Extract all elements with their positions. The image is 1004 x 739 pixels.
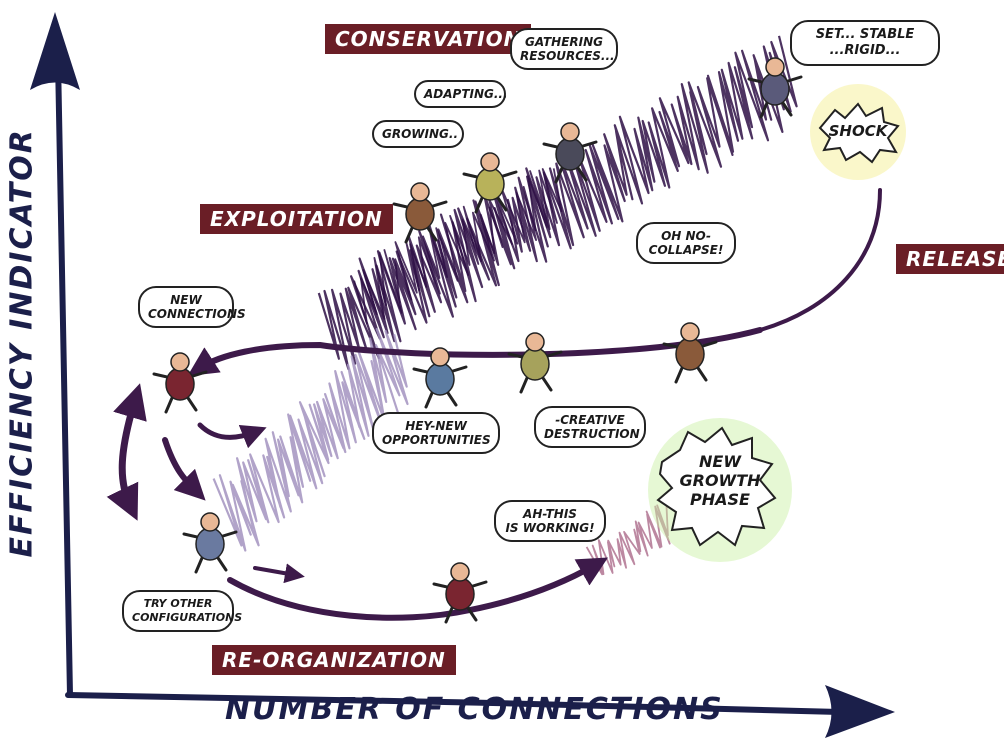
bubble-line: -CREATIVE [555, 413, 625, 427]
bubble-line: COLLAPSE! [648, 243, 724, 257]
bubble-line: CONFIGURATIONS [132, 611, 243, 624]
down-arrow-left [106, 383, 147, 521]
burst-line: NEW [699, 452, 741, 471]
figures [152, 57, 803, 624]
scribbles [212, 35, 798, 576]
burst-line: GROWTH [679, 471, 761, 490]
bubble-oh-no-collapse: OH NO- COLLAPSE! [636, 222, 736, 264]
phase-label-release: RELEASE [896, 244, 1004, 274]
y-axis-line [55, 57, 73, 698]
bubble-line: GROWING.. [382, 127, 459, 141]
arrow-to-reorg [162, 437, 206, 501]
person-figure-icon [542, 122, 598, 184]
growth-burst-icon [648, 418, 792, 562]
scribble-exploitation-conservation [317, 35, 798, 370]
scribble-exploitation-inner [353, 168, 563, 325]
person-figure-icon [747, 57, 803, 119]
bubble-line: DESTRUCTION [544, 427, 640, 441]
person-figure-icon [392, 182, 448, 244]
arrow-dash [253, 563, 305, 584]
bubble-set-stable-rigid: SET... STABLE ...RIGID... [790, 20, 940, 66]
cycle-path [106, 188, 882, 621]
shock-label: SHOCK [828, 122, 888, 140]
bubble-line: CONNECTIONS [148, 307, 246, 321]
arrow-right-small [197, 422, 267, 449]
bubble-line: RESOURCES... [520, 49, 615, 63]
bubble-line: SET... STABLE [815, 27, 915, 42]
bubble-line: ...RIGID... [829, 43, 901, 58]
person-figure-icon [507, 332, 563, 394]
y-axis-arrowhead-icon [30, 12, 80, 90]
reorg-path [227, 557, 609, 621]
x-axis-arrowhead-icon [825, 685, 895, 738]
scribble-new-growth [585, 504, 671, 576]
bubble-try-other-configurations: TRY OTHER CONFIGURATIONS [122, 590, 243, 632]
burst-line: PHASE [690, 490, 750, 509]
phase-label-exploitation: EXPLOITATION [200, 204, 393, 234]
bubble-hey-new-opportunities: HEY-NEW OPPORTUNITIES [372, 412, 500, 454]
bubble-line: NEW [170, 293, 202, 307]
x-axis-label: NUMBER OF CONNECTIONS [225, 692, 724, 727]
x-axis-line [65, 692, 843, 715]
new-growth-phase-label: NEW GROWTH PHASE [672, 452, 768, 509]
bubble-new-connections: NEW CONNECTIONS [138, 286, 246, 328]
bubble-line: OH NO- [661, 229, 711, 243]
bubble-gathering-resources: GATHERING RESOURCES... [510, 28, 618, 70]
scribble-reorg-light [212, 328, 409, 552]
collapse-to-left-path [187, 327, 763, 377]
y-axis-label: EFFICIENCY INDICATOR [4, 128, 40, 558]
bubble-creative-destruction: -CREATIVE DESTRUCTION [534, 406, 646, 448]
axes [30, 12, 895, 738]
shock-burst-icon [810, 84, 906, 180]
bubble-line: OPPORTUNITIES [382, 433, 491, 447]
bubble-line: HEY-NEW [405, 419, 467, 433]
person-figure-icon [662, 322, 718, 384]
person-figure-icon [182, 512, 238, 574]
bubble-ah-this-is-working: AH-THIS IS WORKING! [494, 500, 606, 542]
person-figure-icon [412, 347, 468, 409]
bubble-line: TRY OTHER [143, 597, 213, 610]
release-path [758, 188, 882, 332]
bubble-line: ADAPTING... [424, 87, 508, 101]
bubble-line: IS WORKING! [505, 521, 595, 535]
bubble-line: GATHERING [524, 35, 603, 49]
bubble-adapting: ADAPTING... [414, 80, 508, 108]
person-figure-icon [432, 562, 488, 624]
bubble-line: AH-THIS [523, 507, 577, 521]
bubble-growing: GROWING.. [372, 120, 464, 148]
person-figure-icon [152, 352, 208, 414]
phase-label-reorganization: RE-ORGANIZATION [212, 645, 456, 675]
person-figure-icon [462, 152, 518, 214]
phase-label-conservation: CONSERVATION [325, 24, 532, 54]
